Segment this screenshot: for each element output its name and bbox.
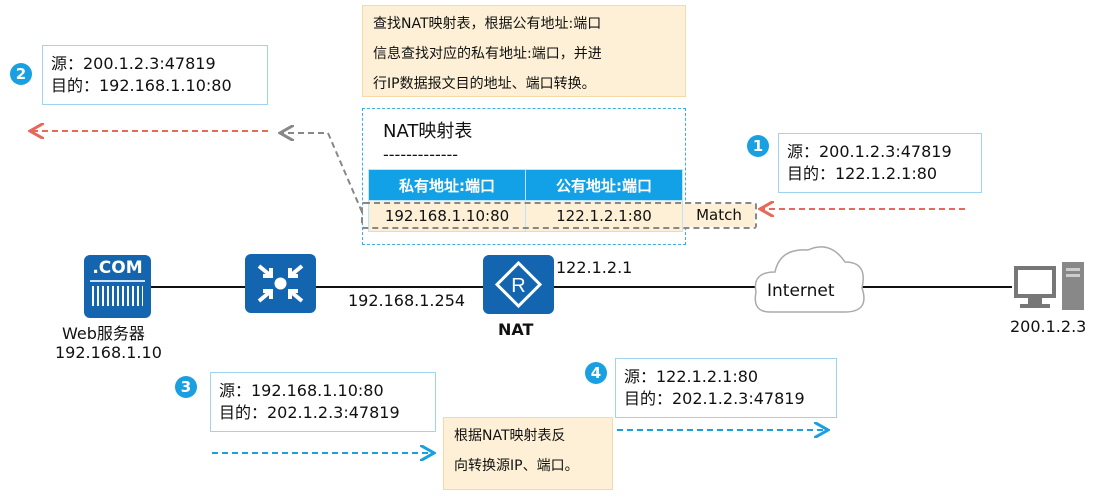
nat-label: NAT bbox=[498, 320, 534, 339]
destination: 目的：122.1.2.1:80 bbox=[787, 164, 938, 183]
note-line: 信息查找对应的私有地址:端口，并进 bbox=[373, 46, 602, 62]
destination: 目的：202.1.2.3:47819 bbox=[219, 403, 400, 422]
bottom-note: 根据NAT映射表反 向转换源IP、端口。 bbox=[443, 417, 613, 490]
source: 源：200.1.2.3:47819 bbox=[787, 142, 952, 161]
nat-router-icon: R bbox=[483, 255, 554, 314]
nat-inside-ip: 192.168.1.254 bbox=[348, 291, 466, 310]
packet-info-3: 源：192.168.1.10:80 目的：202.1.2.3:47819 bbox=[210, 372, 436, 432]
svg-text:R: R bbox=[511, 275, 525, 297]
web-server-icon: .COM bbox=[84, 255, 151, 318]
source: 源：122.1.2.1:80 bbox=[624, 367, 759, 386]
lookup-arrow bbox=[282, 133, 363, 213]
client-pc-icon bbox=[1012, 262, 1087, 312]
server-name: Web服务器 bbox=[62, 324, 145, 343]
cell-private: 192.168.1.10:80 bbox=[368, 200, 526, 232]
source: 源：200.1.2.3:47819 bbox=[51, 54, 216, 73]
packet-info-4: 源：122.1.2.1:80 目的：202.1.2.3:47819 bbox=[615, 358, 837, 418]
separator: ------------- bbox=[383, 145, 459, 164]
step-badge-2: 2 bbox=[10, 63, 32, 85]
client-ip: 200.1.2.3 bbox=[1010, 317, 1087, 336]
internet-label: Internet bbox=[767, 281, 835, 301]
header-public: 公有地址:端口 bbox=[525, 169, 683, 201]
match-highlight bbox=[361, 202, 757, 229]
packet-info-1: 源：200.1.2.3:47819 目的：122.1.2.1:80 bbox=[778, 133, 982, 193]
nat-outside-ip: 122.1.2.1 bbox=[556, 258, 633, 277]
step-badge-3: 3 bbox=[175, 376, 197, 398]
destination: 目的：202.1.2.3:47819 bbox=[624, 389, 805, 408]
switch-icon bbox=[245, 254, 316, 313]
note-line: 行IP数据报文目的地址、端口转换。 bbox=[373, 76, 596, 92]
internet-cloud bbox=[754, 246, 865, 313]
nat-table-title: NAT映射表 bbox=[383, 121, 473, 142]
header-private: 私有地址:端口 bbox=[368, 169, 526, 201]
destination: 目的：192.168.1.10:80 bbox=[51, 76, 232, 95]
server-ip: 192.168.1.10 bbox=[55, 343, 162, 362]
note-line: 查找NAT映射表，根据公有地址:端口 bbox=[373, 16, 602, 32]
note-line: 向转换源IP、端口。 bbox=[454, 458, 579, 474]
match-label: Match bbox=[683, 204, 755, 227]
server-icon-text: .COM bbox=[92, 258, 143, 278]
packet-info-2: 源：200.1.2.3:47819 目的：192.168.1.10:80 bbox=[42, 45, 268, 105]
nat-table-panel: NAT映射表 ------------- 私有地址:端口公有地址:端口 192.… bbox=[362, 108, 686, 245]
step-badge-4: 4 bbox=[585, 362, 607, 384]
step-badge-1: 1 bbox=[747, 135, 769, 157]
source: 源：192.168.1.10:80 bbox=[219, 381, 384, 400]
top-note: 查找NAT映射表，根据公有地址:端口 信息查找对应的私有地址:端口，并进 行IP… bbox=[362, 5, 686, 97]
cell-public: 122.1.2.1:80 bbox=[525, 200, 683, 232]
note-line: 根据NAT映射表反 bbox=[454, 428, 566, 444]
